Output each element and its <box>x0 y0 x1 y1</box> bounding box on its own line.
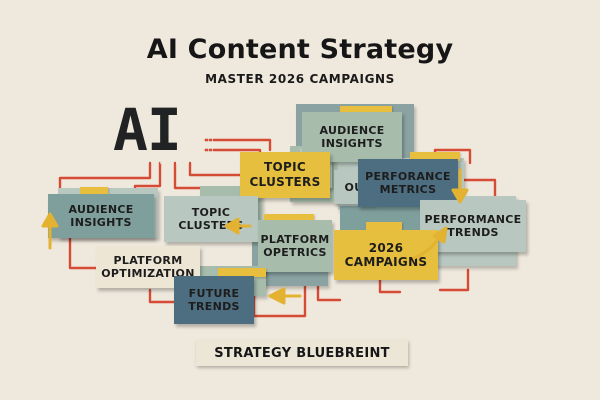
footer-label: STRATEGY BLUEBREINT <box>196 340 408 366</box>
card-topic-clusters-top: TOPIC CLUSTERS <box>240 152 330 198</box>
card-future-trends: FUTURE TRENDS <box>174 276 254 324</box>
arrow-left-icon <box>268 287 302 305</box>
card-tab <box>218 268 266 277</box>
card-performance-metrics: PERFORANCE METRICS <box>358 159 458 207</box>
card-tab <box>366 222 402 231</box>
card-performance-trends: PERFORMANCE TRENDS <box>420 200 526 252</box>
page-title: AI Content Strategy <box>146 34 454 65</box>
arrow-left-icon <box>224 217 252 235</box>
card-tab <box>340 106 392 115</box>
card-audience-insights-left: AUDIENCE INSIGHTS <box>48 194 154 238</box>
card-tab <box>80 187 108 196</box>
arrow-down-icon <box>451 168 469 204</box>
card-platform-optimization: PLATFORM OPTIMIZATION <box>96 246 200 288</box>
page-subtitle: MASTER 2026 CAMPAIGNS <box>205 72 395 86</box>
card-topic-clusters-mid: TOPIC CLUSTERS <box>164 196 258 242</box>
card-tab <box>410 152 460 161</box>
arrow-up-icon <box>41 212 59 250</box>
card-tab <box>264 214 314 223</box>
ai-circuit-logo: AI <box>113 96 213 164</box>
card-platform-opetrics: PLATFORM OPETRICS <box>258 220 332 272</box>
campaigns-label: 2026 CAMPAIGNS <box>344 241 428 269</box>
arrow-curve-icon <box>412 226 448 260</box>
